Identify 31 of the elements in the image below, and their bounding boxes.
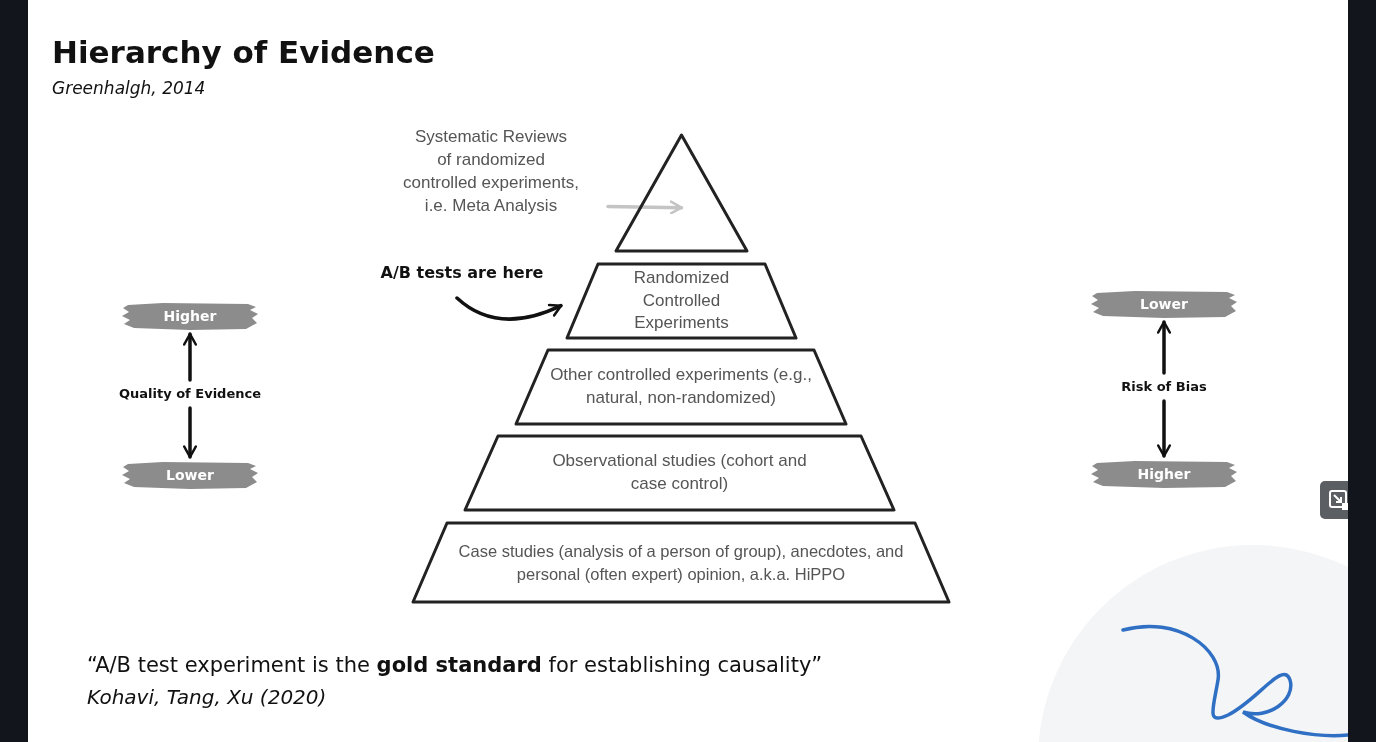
quote-citation: Kohavi, Tang, Xu (2020) bbox=[87, 685, 327, 709]
title: Hierarchy of Evidence bbox=[52, 34, 435, 70]
brush-stroke-tag bbox=[1091, 289, 1237, 319]
annotation-text: Systematic Reviews of randomized controlled experiments, i.e. Meta Analysis bbox=[402, 126, 580, 217]
pyramid-level bbox=[411, 521, 951, 604]
arrow bbox=[182, 406, 198, 459]
arrow bbox=[455, 296, 563, 321]
scale-label: Higher bbox=[1137, 466, 1191, 482]
pyramid-level bbox=[565, 262, 798, 340]
scale-label: Lower bbox=[1140, 296, 1188, 312]
level-label: Other controlled experiments (e.g., natural, non-randomized) bbox=[549, 364, 813, 409]
pyramid-level bbox=[463, 434, 896, 512]
source-citation: Greenhalgh, 2014 bbox=[52, 78, 206, 98]
level-label: Case studies (analysis of a person of group), anecdotes, and personal (often expert) opinion, a.k.a. HiPPO bbox=[457, 541, 905, 585]
arrow bbox=[1156, 320, 1172, 375]
axis-label: Risk of Bias bbox=[1121, 378, 1207, 396]
level-label: Randomized Controlled Experiments bbox=[632, 266, 731, 335]
brush-stroke-tag bbox=[122, 301, 258, 331]
level-label: Observational studies (cohort and case control) bbox=[551, 450, 808, 495]
pyramid-apex bbox=[613, 132, 750, 254]
arrow bbox=[1156, 399, 1172, 458]
brush-stroke-tag bbox=[122, 460, 258, 490]
callout-text: A/B tests are here bbox=[380, 262, 544, 284]
arrow bbox=[606, 200, 684, 215]
scale-label: Higher bbox=[163, 308, 217, 324]
axis-label: Quality of Evidence bbox=[119, 385, 261, 403]
brush-stroke-tag bbox=[1091, 459, 1237, 489]
pyramid-level bbox=[514, 348, 848, 426]
quote-text: “A/B test experiment is the gold standard for establishing causality” bbox=[87, 653, 823, 677]
arrow bbox=[182, 332, 198, 382]
scale-label: Lower bbox=[166, 467, 214, 483]
